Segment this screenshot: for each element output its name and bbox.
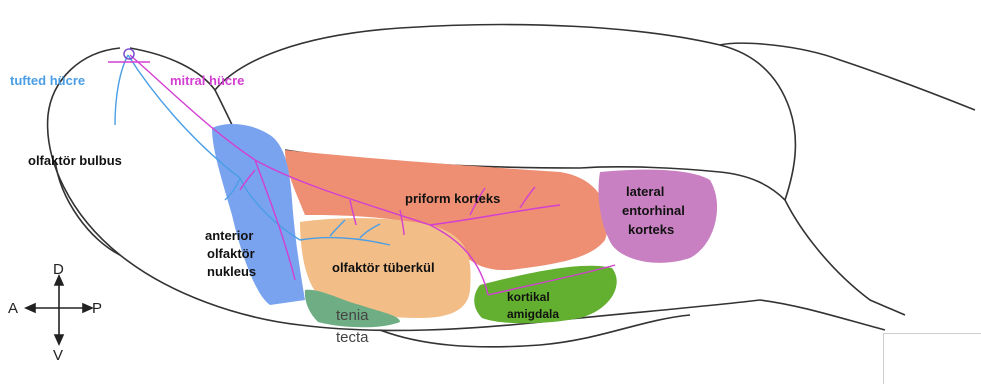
cortical-amygdala-label-2: amigdala (507, 307, 559, 321)
tenia-tecta-label-2: tecta (336, 329, 369, 346)
cortical-amygdala-label-1: kortikal (507, 290, 550, 304)
tufted-cell-label: tufted hücre (10, 73, 85, 88)
lateral-entorhinal-label-2: entorhinal (622, 203, 685, 218)
anterior-olfactory-label-1: anterior (205, 228, 253, 243)
olfactory-bulb-label: olfaktör bulbus (28, 153, 122, 168)
compass-ventral-label: V (53, 347, 63, 364)
anterior-olfactory-label-3: nukleus (207, 264, 256, 279)
olfactory-tubercle-label: olfaktör tüberkül (332, 260, 435, 275)
compass-posterior-label: P (92, 300, 102, 317)
empty-corner-box (883, 333, 981, 384)
compass-anterior-label: A (8, 300, 18, 317)
tenia-tecta-label-1: tenia (336, 307, 369, 324)
anterior-olfactory-label-2: olfaktör (207, 246, 255, 261)
compass-dorsal-label: D (53, 261, 64, 278)
piriform-cortex-label: priform korteks (405, 191, 500, 206)
lateral-entorhinal-label-1: lateral (626, 184, 664, 199)
mitral-cell-label: mitral hücre (170, 73, 244, 88)
lateral-entorhinal-label-3: korteks (628, 222, 674, 237)
orientation-compass (26, 276, 92, 344)
